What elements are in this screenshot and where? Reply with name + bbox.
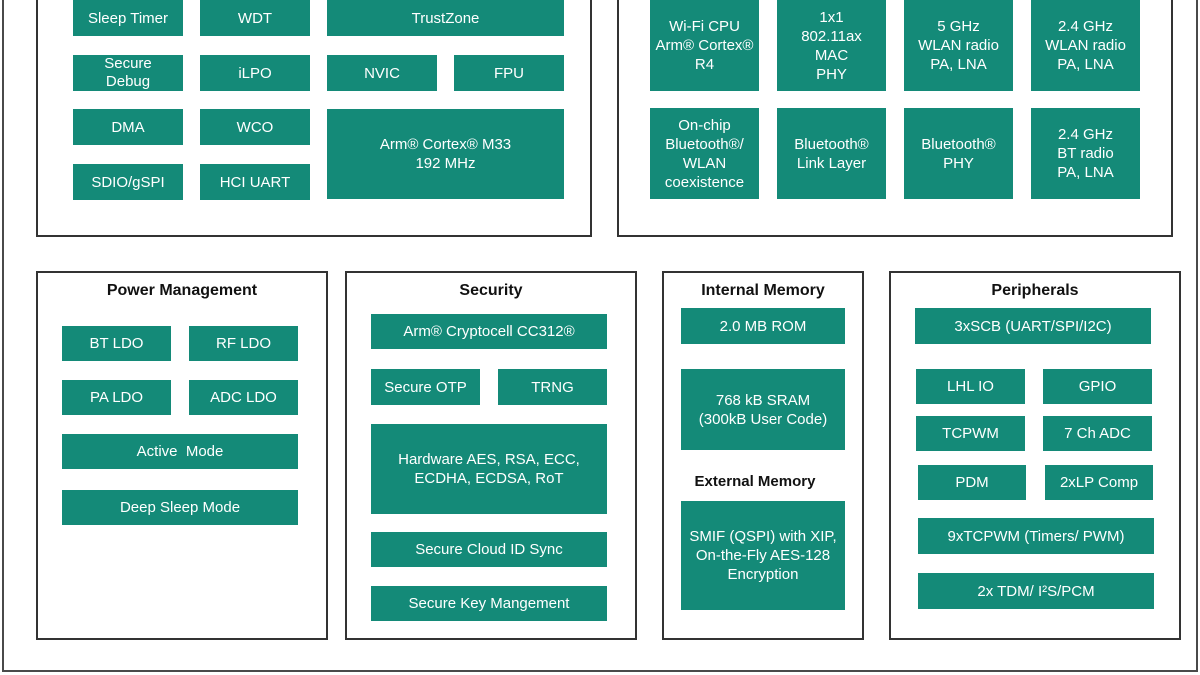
secure-cloud-id-sync-block: Secure Cloud ID Sync: [371, 532, 607, 567]
secure-otp-block: Secure OTP: [371, 369, 480, 405]
rf-ldo-block: RF LDO: [189, 326, 298, 361]
scb-block: 3xSCB (UART/SPI/I2C): [915, 308, 1151, 344]
wlan-2-4ghz-radio-block: 2.4 GHz WLAN radio PA, LNA: [1031, 0, 1140, 91]
sram-block: 768 kB SRAM (300kB User Code): [681, 369, 845, 450]
bt-ldo-block: BT LDO: [62, 326, 171, 361]
secure-debug-block: Secure Debug: [73, 55, 183, 91]
fpu-block: FPU: [454, 55, 564, 91]
nvic-block: NVIC: [327, 55, 437, 91]
lhl-io-block: LHL IO: [916, 369, 1025, 404]
wifi-cpu-block: Wi-Fi CPU Arm® Cortex® R4: [650, 0, 759, 91]
security-title: Security: [459, 282, 523, 299]
smif-qspi-block: SMIF (QSPI) with XIP, On-the-Fly AES-128…: [681, 501, 845, 610]
lp-comp-block: 2xLP Comp: [1045, 465, 1153, 500]
internal-memory-title: Internal Memory: [701, 282, 825, 299]
external-memory-title: External Memory: [694, 473, 816, 490]
power-management-title: Power Management: [106, 282, 258, 299]
peripherals-title: Peripherals: [991, 282, 1079, 299]
bt-link-layer-block: Bluetooth® Link Layer: [777, 108, 886, 199]
sleep-timer-block: Sleep Timer: [73, 0, 183, 36]
rom-block: 2.0 MB ROM: [681, 308, 845, 344]
adc-ldo-block: ADC LDO: [189, 380, 298, 415]
tcpwm-timers-block: 9xTCPWM (Timers/ PWM): [918, 518, 1154, 554]
trng-block: TRNG: [498, 369, 607, 405]
adc-block: 7 Ch ADC: [1043, 416, 1152, 451]
bt-phy-block: Bluetooth® PHY: [904, 108, 1013, 199]
deep-sleep-mode-block: Deep Sleep Mode: [62, 490, 298, 525]
pdm-block: PDM: [918, 465, 1026, 500]
wlan-5ghz-radio-block: 5 GHz WLAN radio PA, LNA: [904, 0, 1013, 91]
bt-wlan-coexistence-block: On-chip Bluetooth®/ WLAN coexistence: [650, 108, 759, 199]
cortex-m33-block: Arm® Cortex® M33 192 MHz: [327, 109, 564, 199]
cryptocell-block: Arm® Cryptocell CC312®: [371, 314, 607, 349]
pa-ldo-block: PA LDO: [62, 380, 171, 415]
ilpo-block: iLPO: [200, 55, 310, 91]
tcpwm-block: TCPWM: [916, 416, 1025, 451]
bt-radio-block: 2.4 GHz BT radio PA, LNA: [1031, 108, 1140, 199]
wdt-block: WDT: [200, 0, 310, 36]
tdm-i2s-pcm-block: 2x TDM/ I²S/PCM: [918, 573, 1154, 609]
trustzone-block: TrustZone: [327, 0, 564, 36]
active-mode-block: Active Mode: [62, 434, 298, 469]
wco-block: WCO: [200, 109, 310, 145]
secure-key-management-block: Secure Key Mangement: [371, 586, 607, 621]
dma-block: DMA: [73, 109, 183, 145]
hci-uart-block: HCI UART: [200, 164, 310, 200]
mac-phy-block: 1x1 802.11ax MAC PHY: [777, 0, 886, 91]
hardware-crypto-block: Hardware AES, RSA, ECC, ECDHA, ECDSA, Ro…: [371, 424, 607, 514]
sdio-gspi-block: SDIO/gSPI: [73, 164, 183, 200]
gpio-block: GPIO: [1043, 369, 1152, 404]
